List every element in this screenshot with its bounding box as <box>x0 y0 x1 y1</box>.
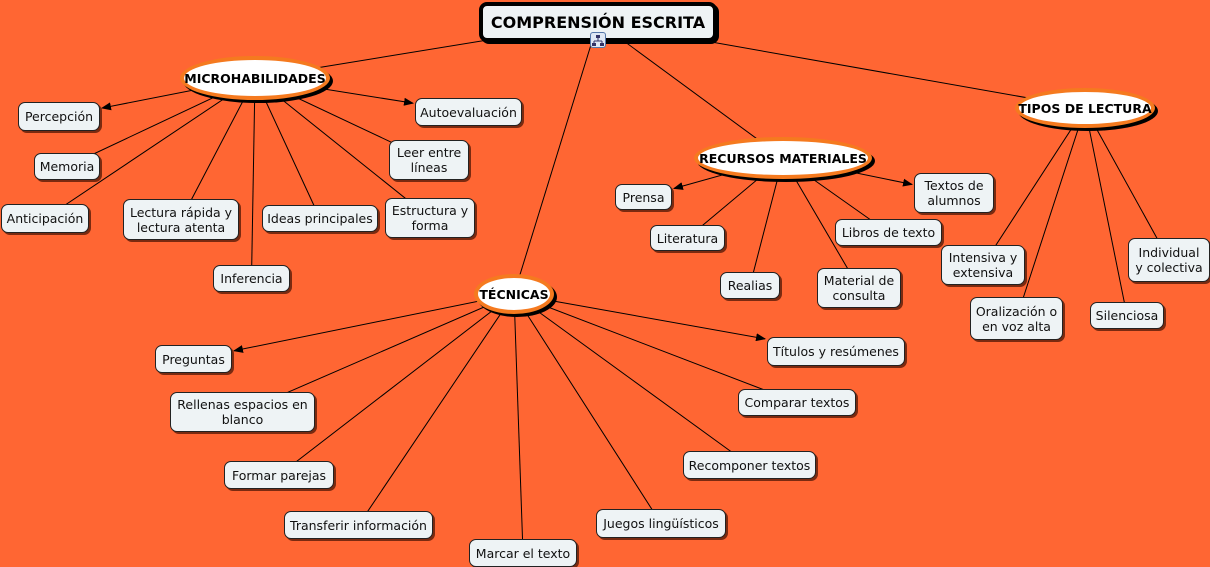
leaf-concept-anticipacion[interactable]: Anticipación <box>1 204 89 233</box>
leaf-concept-silenciosa[interactable]: Silenciosa <box>1090 302 1164 329</box>
leaf-concept-preguntas[interactable]: Preguntas <box>155 345 232 373</box>
link-tipos-intensiva <box>982 107 1086 266</box>
leaf-concept-material[interactable]: Material de consulta <box>817 268 901 308</box>
link-micro-inferencia <box>251 77 256 279</box>
leaf-concept-individual[interactable]: Individual y colectiva <box>1128 238 1210 282</box>
leaf-concept-textosal[interactable]: Textos de alumnos <box>914 173 994 213</box>
link-recursos-realias <box>749 157 784 286</box>
link-tecnicas-juegos <box>513 293 662 524</box>
leaf-concept-titulos[interactable]: Títulos y resúmenes <box>767 337 905 366</box>
leaf-concept-rellenas[interactable]: Rellenas espacios en blanco <box>170 392 315 432</box>
leaf-concept-recomponer[interactable]: Recomponer textos <box>683 451 816 479</box>
link-tipos-silenciosa <box>1084 107 1128 316</box>
leaf-concept-percepcion[interactable]: Percepción <box>18 102 100 131</box>
leaf-concept-literatura[interactable]: Literatura <box>650 225 725 251</box>
leaf-concept-oralizacion[interactable]: Oralización o en voz alta <box>970 297 1063 340</box>
link-micro-anticipacion <box>44 77 256 219</box>
link-micro-lectura <box>180 77 256 220</box>
link-tecnicas-marcar <box>513 293 524 554</box>
link-tecnicas-transferir <box>358 293 515 526</box>
leaf-concept-estructura[interactable]: Estructura y forma <box>385 198 475 238</box>
concept-tipos[interactable]: TIPOS DE LECTURA <box>1015 88 1155 128</box>
link-tecnicas-recomponer <box>513 293 750 466</box>
leaf-concept-formar[interactable]: Formar parejas <box>224 461 334 489</box>
leaf-concept-memoria[interactable]: Memoria <box>34 153 100 180</box>
link-tecnicas-comparar <box>513 293 798 403</box>
leaf-concept-comparar[interactable]: Comparar textos <box>738 389 856 416</box>
link-micro-estructura <box>254 77 431 219</box>
leaf-concept-autoeval[interactable]: Autoevaluación <box>415 98 522 126</box>
link-tecnicas-formar <box>278 293 515 476</box>
leaf-concept-lectura[interactable]: Lectura rápida y lectura atenta <box>123 199 239 240</box>
leaf-concept-intensiva[interactable]: Intensiva y extensiva <box>941 245 1025 285</box>
leaf-concept-juegos[interactable]: Juegos lingüísticos <box>596 509 726 538</box>
leaf-concept-marcar[interactable]: Marcar el texto <box>469 539 577 567</box>
leaf-concept-realias[interactable]: Realias <box>720 272 780 299</box>
concept-micro[interactable]: MICROHABILIDADES <box>180 56 330 100</box>
leaf-concept-libros[interactable]: Libros de texto <box>835 219 942 246</box>
leaf-concept-transferir[interactable]: Transferir información <box>284 511 433 539</box>
leaf-concept-ideas[interactable]: Ideas principales <box>262 205 378 232</box>
link-tecnicas-titulos <box>513 293 767 342</box>
concept-recursos[interactable]: RECURSOS MATERIALES <box>694 137 872 179</box>
leaf-concept-inferencia[interactable]: Inferencia <box>213 265 290 292</box>
leaf-concept-prensa[interactable]: Prensa <box>615 184 672 210</box>
link-root-tecnicas <box>513 21 599 295</box>
concept-tecnicas[interactable]: TÉCNICAS <box>474 274 554 314</box>
link-root-recursos <box>597 21 784 159</box>
hierarchy-icon[interactable] <box>590 32 606 48</box>
link-tecnicas-preguntas <box>232 293 515 353</box>
link-micro-ideas <box>254 77 321 219</box>
link-tipos-individual <box>1084 107 1170 261</box>
link-tipos-oralizacion <box>1016 107 1086 319</box>
leaf-concept-leer[interactable]: Leer entre líneas <box>389 140 469 180</box>
link-recursos-material <box>782 157 860 289</box>
